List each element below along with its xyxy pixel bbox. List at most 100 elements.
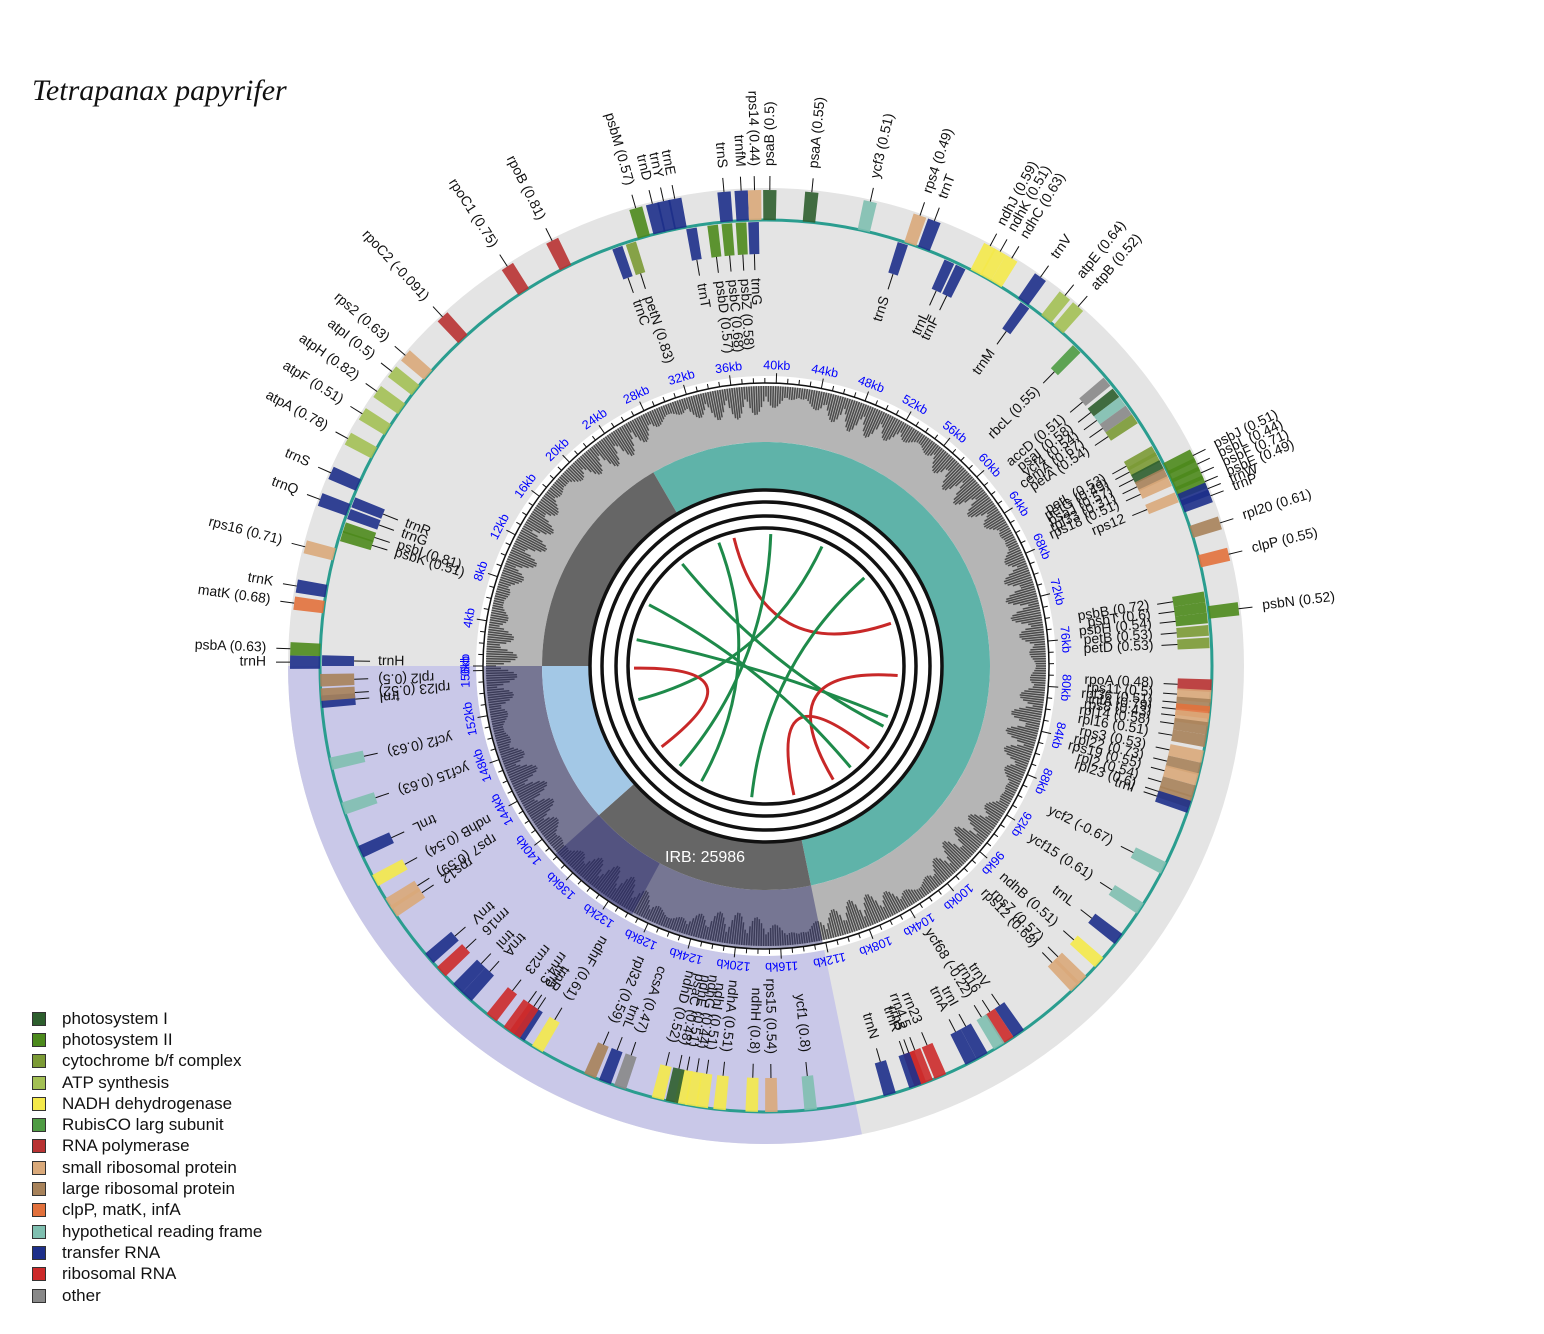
gene-label: rpl23 (0.52): [378, 680, 450, 701]
gc-bar: [497, 740, 511, 747]
gc-bar: [683, 923, 688, 934]
gc-bar: [735, 913, 741, 945]
ruler-tick: [611, 422, 615, 428]
gene-leader: [909, 1036, 916, 1051]
inner-gene-block: [735, 222, 748, 255]
gene-block: [584, 1042, 609, 1079]
gc-bar: [1025, 638, 1045, 642]
gc-bar: [496, 738, 511, 744]
gc-bar: [802, 388, 806, 400]
gc-bar: [491, 609, 507, 614]
ruler-tick: [673, 392, 677, 399]
gc-bar: [748, 386, 751, 409]
gc-bar: [1020, 583, 1034, 589]
inner-gene-label: trnT: [694, 282, 714, 310]
ruler-tick: [780, 948, 782, 959]
gc-bar: [743, 929, 746, 946]
repeat-link: [678, 534, 773, 767]
gc-bar: [567, 467, 582, 482]
ruler-tick: [666, 931, 670, 937]
inner-gene-label: petB (0.53): [1083, 626, 1153, 648]
gc-bar: [501, 571, 524, 581]
repeat-link: [648, 603, 852, 769]
gc-bar: [1005, 784, 1017, 792]
gc-bar: [975, 491, 986, 500]
kb-tick-label: 120kb: [716, 956, 751, 974]
gc-bar: [499, 747, 515, 754]
gc-bar: [757, 386, 761, 412]
gc-bar: [1019, 581, 1034, 587]
gc-bar: [985, 816, 998, 826]
ruler-tick: [524, 820, 530, 824]
gene-label: rps16 (0.71): [207, 513, 284, 547]
gc-bar: [936, 455, 953, 474]
gene-block: [950, 1029, 977, 1065]
gc-bar: [498, 581, 511, 587]
gene-leader: [355, 697, 370, 700]
gc-bar: [926, 875, 938, 889]
gc-bar: [627, 896, 636, 911]
gc-bar: [493, 602, 504, 607]
repeat-link: [681, 562, 885, 728]
gene-leader: [354, 691, 369, 693]
gene-leader: [933, 207, 940, 221]
gene-block: [320, 686, 356, 701]
gc-bar: [540, 498, 559, 514]
gc-bar: [494, 595, 507, 600]
gene-leader: [1228, 550, 1243, 555]
gc-bar: [753, 386, 756, 416]
gc-bar: [795, 387, 799, 399]
gc-bar: [1005, 745, 1032, 756]
gene-leader: [973, 1004, 982, 1018]
gc-bar: [1016, 607, 1041, 614]
gc-bar: [491, 607, 505, 612]
gc-bar: [1033, 683, 1046, 687]
ruler-tick: [489, 759, 500, 764]
ruler-tick: [895, 410, 899, 415]
gene-leader: [432, 306, 443, 318]
ruler-tick: [915, 421, 920, 427]
ruler-tick: [879, 924, 883, 930]
gc-bar: [494, 597, 505, 602]
gene-leader: [631, 194, 637, 209]
gc-bar: [883, 891, 896, 915]
gc-bar: [486, 653, 517, 656]
gc-bar: [812, 923, 818, 942]
gc-bar: [882, 906, 890, 918]
gc-bar: [807, 931, 811, 943]
legend-swatch: [32, 1203, 46, 1218]
gc-bar: [1003, 791, 1014, 799]
gene-leader: [898, 1040, 905, 1055]
gene-block: [1189, 516, 1222, 538]
gene-leader: [811, 178, 814, 193]
gc-bar: [913, 432, 922, 443]
gene-block: [651, 1064, 672, 1101]
gc-bar: [528, 516, 554, 534]
gc-bar: [532, 510, 550, 523]
gene-leader: [678, 1054, 683, 1069]
gc-bar: [529, 800, 555, 818]
inner-gene-leader: [371, 544, 388, 551]
gc-bar: [902, 426, 913, 443]
ruler-tick: [534, 838, 543, 846]
ruler-tick: [1025, 548, 1035, 554]
gene-leader: [948, 1019, 956, 1033]
legend-item: other: [32, 1285, 262, 1306]
gc-bar: [885, 418, 899, 442]
inner-gene-block: [686, 227, 702, 261]
gene-leader: [537, 997, 547, 1010]
gene-leader: [291, 542, 306, 548]
gene-leader: [665, 1051, 670, 1066]
gene-leader: [1077, 295, 1088, 307]
gc-bar: [492, 604, 504, 609]
gc-bar: [1001, 793, 1013, 801]
gc-bar: [980, 504, 996, 516]
gc-bar: [1007, 732, 1037, 742]
gc-bar: [681, 398, 687, 411]
gc-bar: [793, 932, 797, 945]
kb-tick-label: 152kb: [460, 701, 480, 737]
repeat-track: [588, 488, 944, 844]
gene-leader: [805, 1061, 808, 1076]
inner-gene-block: [1134, 468, 1169, 492]
legend-swatch: [32, 1288, 46, 1303]
